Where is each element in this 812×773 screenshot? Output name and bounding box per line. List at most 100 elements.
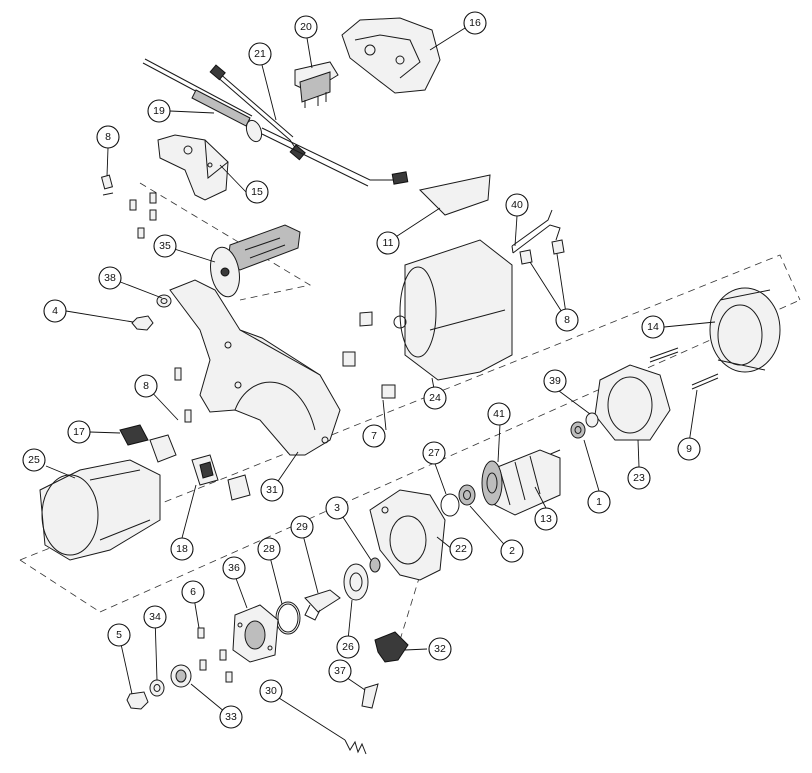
callout-label: 7	[371, 430, 377, 442]
callout-label: 37	[334, 665, 346, 677]
callout-number-32: 32	[428, 637, 452, 661]
callout-number-21: 21	[248, 42, 272, 66]
callout-number-27: 27	[422, 441, 446, 465]
callout-label: 41	[493, 408, 505, 420]
callout-number-16: 16	[463, 11, 487, 35]
callout-label: 34	[149, 611, 161, 623]
part-switch	[294, 61, 339, 108]
callout-label: 17	[73, 426, 85, 438]
callout-number-14: 14	[641, 315, 665, 339]
callout-number-23: 23	[627, 466, 651, 490]
part-fan-baffle	[709, 287, 781, 373]
callout-number-9: 9	[677, 437, 701, 461]
callout-label: 16	[469, 17, 481, 29]
callout-label: 36	[228, 562, 240, 574]
callout-number-3: 3	[325, 496, 349, 520]
part-washer-nut	[131, 294, 172, 331]
part-rear-bearing	[570, 412, 599, 439]
part-end-cover	[594, 364, 671, 441]
part-screws-right	[519, 239, 565, 265]
callout-label: 33	[225, 711, 237, 723]
callout-number-25: 25	[22, 448, 46, 472]
part-front-bearing	[440, 484, 476, 517]
callout-label: 3	[334, 502, 340, 514]
callout-number-26: 26	[336, 635, 360, 659]
callout-number-35: 35	[153, 234, 177, 258]
part-needle-bearing	[369, 557, 381, 573]
callout-label: 2	[509, 545, 515, 557]
callout-number-4: 4	[43, 299, 67, 323]
part-small-screws	[197, 627, 233, 683]
part-insulator-sheet	[418, 174, 491, 216]
part-flange-bolt	[126, 691, 149, 710]
parts-drawing	[39, 17, 781, 755]
callout-label: 40	[511, 199, 523, 211]
callout-label: 8	[143, 380, 149, 392]
part-spindle	[304, 589, 341, 621]
callout-number-36: 36	[222, 556, 246, 580]
callout-number-8-top: 8	[96, 125, 120, 149]
callout-label: 38	[104, 272, 116, 284]
callout-label: 22	[455, 543, 467, 555]
callout-number-39: 39	[543, 369, 567, 393]
callout-number-41: 41	[487, 402, 511, 426]
callout-number-17: 17	[67, 420, 91, 444]
callout-number-8-right: 8	[555, 308, 579, 332]
part-side-handle	[210, 224, 301, 298]
callout-number-1: 1	[587, 490, 611, 514]
callout-label: 9	[686, 443, 692, 455]
callout-label: 14	[647, 321, 659, 333]
callout-number-29: 29	[290, 515, 314, 539]
callout-number-7: 7	[362, 424, 386, 448]
callout-label: 19	[153, 105, 165, 117]
part-upper-housing	[341, 17, 441, 94]
part-hex-key	[511, 209, 561, 254]
part-spring	[344, 739, 367, 755]
callout-label: 15	[251, 186, 263, 198]
callout-number-11: 11	[376, 231, 400, 255]
callout-number-24: 24	[423, 386, 447, 410]
callout-label: 11	[383, 237, 394, 249]
part-armature	[481, 449, 561, 516]
callout-label: 8	[105, 131, 111, 143]
callout-number-33: 33	[219, 705, 243, 729]
callout-label: 1	[596, 496, 602, 508]
part-gear-case	[369, 489, 446, 581]
callout-number-2: 2	[500, 539, 524, 563]
callout-number-34: 34	[143, 605, 167, 629]
callout-label: 27	[428, 447, 440, 459]
callout-number-30: 30	[259, 679, 283, 703]
callout-number-13: 13	[534, 507, 558, 531]
part-motor-housing-front	[39, 459, 161, 561]
part-power-cord	[142, 58, 409, 187]
part-gear-housing-plate	[169, 279, 341, 456]
callout-label: 39	[549, 375, 561, 387]
part-lock-pin	[361, 683, 379, 709]
callout-number-19: 19	[147, 99, 171, 123]
callout-label: 35	[159, 240, 171, 252]
callout-number-8-mid: 8	[134, 374, 158, 398]
callout-label: 23	[633, 472, 645, 484]
part-switch-bracket	[157, 134, 229, 201]
callout-label: 21	[254, 48, 266, 60]
part-long-screws	[649, 347, 719, 390]
callout-number-15: 15	[245, 180, 269, 204]
callout-label: 4	[52, 305, 58, 317]
part-gear	[343, 563, 369, 601]
part-cable	[209, 64, 306, 161]
assembly-boundary	[19, 182, 801, 641]
callout-number-20: 20	[294, 15, 318, 39]
callout-number-5: 5	[107, 623, 131, 647]
callout-number-31: 31	[260, 478, 284, 502]
callout-number-37: 37	[328, 659, 352, 683]
callout-label: 18	[176, 543, 188, 555]
part-motor-housing	[393, 239, 513, 381]
callout-label: 5	[116, 629, 122, 641]
callout-number-6: 6	[181, 580, 205, 604]
part-brushes	[191, 454, 251, 501]
part-screws-mid	[174, 311, 396, 423]
callout-number-28: 28	[257, 537, 281, 561]
callout-label: 25	[28, 454, 40, 466]
part-bearing-plate	[232, 604, 279, 663]
